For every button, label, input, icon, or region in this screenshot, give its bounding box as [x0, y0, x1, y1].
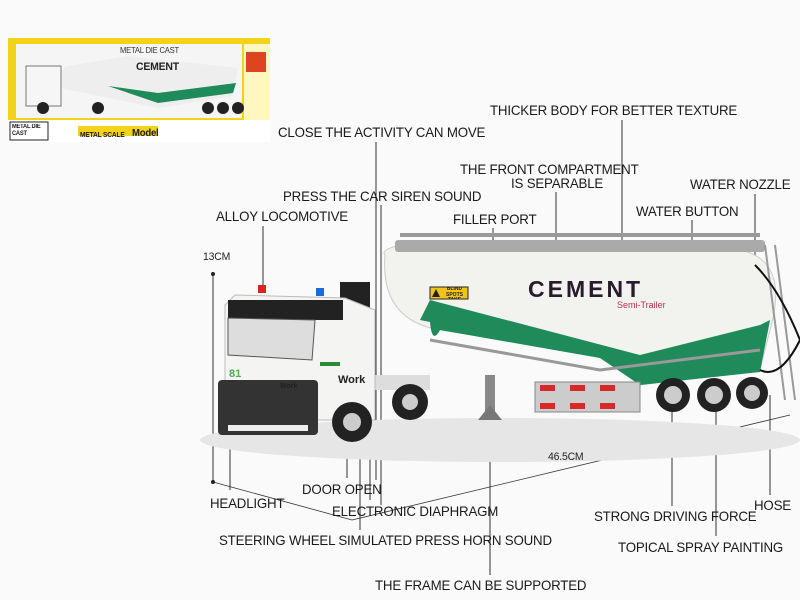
tank-cement-text: CEMENT — [528, 276, 643, 302]
svg-text:Semi-Trailer: Semi-Trailer — [617, 300, 666, 310]
warning-sticker-text: BLIND SPOTS TAKE CARE — [446, 287, 463, 299]
cement-tank — [383, 233, 777, 386]
length-dimension: 46.5CM — [548, 451, 584, 463]
label-thicker-body: THICKER BODY FOR BETTER TEXTURE — [490, 102, 738, 118]
label-electronic-diaphragm: ELECTRONIC DIAPHRAGM — [332, 503, 499, 519]
label-headlight: HEADLIGHT — [210, 495, 285, 511]
svg-text:81: 81 — [229, 368, 241, 380]
package-model-text: Model — [132, 128, 159, 139]
package-scale-text: METAL SCALE — [80, 132, 125, 139]
label-filler-port: FILLER PORT — [453, 211, 537, 227]
label-steering-wheel: STEERING WHEEL SIMULATED PRESS HORN SOUN… — [219, 532, 552, 548]
package-cement-text: CEMENT — [136, 61, 179, 73]
trailer-wheels — [656, 377, 768, 412]
label-hose: HOSE — [754, 497, 791, 513]
label-water-nozzle: WATER NOZZLE — [690, 176, 791, 192]
package-badge: METAL DIE CAST — [12, 124, 41, 137]
svg-text:Work: Work — [338, 374, 366, 386]
label-close-activity: CLOSE THE ACTIVITY CAN MOVE — [278, 124, 486, 140]
label-driving-force: STRONG DRIVING FORCE — [594, 508, 757, 524]
truck-cab — [218, 282, 430, 442]
label-water-button: WATER BUTTON — [636, 203, 739, 219]
package-brand-text: METAL DIE CAST — [120, 46, 180, 55]
height-dimension: 13CM — [203, 251, 231, 263]
label-door-open: DOOR OPEN — [302, 481, 382, 497]
label-front-compartment: THE FRONT COMPARTMENT — [460, 161, 639, 177]
svg-text:Work: Work — [280, 383, 297, 390]
label-frame-supported: THE FRAME CAN BE SUPPORTED — [375, 577, 587, 593]
package-box-image — [8, 38, 270, 142]
label-front-compartment-2: IS SEPARABLE — [511, 175, 604, 191]
label-siren: PRESS THE CAR SIREN SOUND — [283, 188, 482, 204]
label-alloy-locomotive: ALLOY LOCOMOTIVE — [216, 208, 348, 224]
label-spray-painting: TOPICAL SPRAY PAINTING — [618, 539, 784, 555]
